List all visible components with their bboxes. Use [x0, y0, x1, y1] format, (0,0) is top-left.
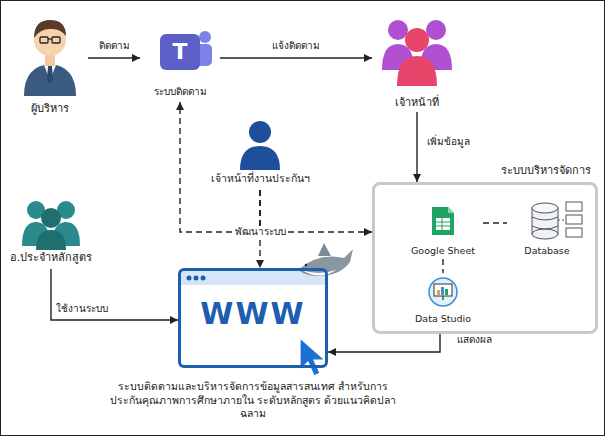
- connector: [483, 222, 507, 223]
- node-label: Database: [507, 245, 587, 257]
- system-icon-node: T ระบบติดตาม: [140, 30, 220, 102]
- database-icon: [532, 202, 582, 239]
- container-box: Google SheetDatabaseData Studioระบบบริหา…: [372, 182, 598, 334]
- tool-icon-node: Google Sheet: [403, 203, 483, 259]
- connector: [328, 334, 440, 352]
- browser-window: WWWระบบติดตามและบริหารจัดการข้อมูลสารสนเ…: [178, 268, 328, 368]
- lecturer-group-icon: [22, 201, 80, 250]
- sheet-icon: [432, 207, 454, 235]
- tool-icon-node: Data Studio: [403, 273, 483, 327]
- node-label: เจ้าหน้าที่งานประกันฯ: [205, 172, 315, 185]
- tool-icon-node: Database: [507, 197, 587, 259]
- edge-label: พัฒนาระบบ: [233, 226, 288, 238]
- actor-icon-node: อ.ประจำหลักสูตร: [8, 195, 94, 269]
- node-label: ผู้บริหาร: [12, 102, 88, 116]
- connector: [180, 102, 260, 232]
- node-label: Google Sheet: [403, 245, 483, 257]
- node-label: Data Studio: [403, 313, 483, 325]
- actor-icon-node: ผู้บริหาร: [12, 8, 88, 120]
- data-studio-icon: [429, 278, 457, 306]
- connector: [88, 57, 140, 58]
- edge-label: ติดตาม: [97, 40, 132, 52]
- node-label: WWW: [181, 295, 325, 333]
- connector: [416, 112, 417, 182]
- edge-label: เพิ่มข้อมูล: [425, 136, 472, 148]
- connector: [442, 259, 443, 273]
- node-label: T: [160, 38, 200, 66]
- actor-icon-node: เจ้าหน้าที่: [372, 12, 462, 112]
- node-label: เจ้าหน้าที่: [372, 96, 462, 110]
- edge-label: แจ้งติดตาม: [270, 40, 322, 52]
- node-label: ระบบบริหารจัดการ: [501, 164, 591, 178]
- teams-icon: [160, 31, 212, 70]
- node-caption: ระบบติดตาม: [140, 86, 220, 99]
- connector: [51, 269, 178, 320]
- node-label: อ.ประจำหลักสูตร: [8, 251, 94, 265]
- edge-label: ใช้งานระบบ: [54, 303, 110, 315]
- cursor-icon: [300, 338, 325, 376]
- qa-staff-icon: [240, 121, 280, 170]
- edge-label: แสดงผล: [455, 334, 494, 346]
- executive-icon: [24, 20, 76, 96]
- staff-group-icon: [382, 20, 452, 86]
- node-caption: ระบบติดตามและบริหารจัดการข้อมูลสารสนเทศ …: [103, 380, 403, 421]
- actor-icon-node: เจ้าหน้าที่งานประกันฯ: [205, 118, 315, 190]
- connector: [220, 57, 372, 58]
